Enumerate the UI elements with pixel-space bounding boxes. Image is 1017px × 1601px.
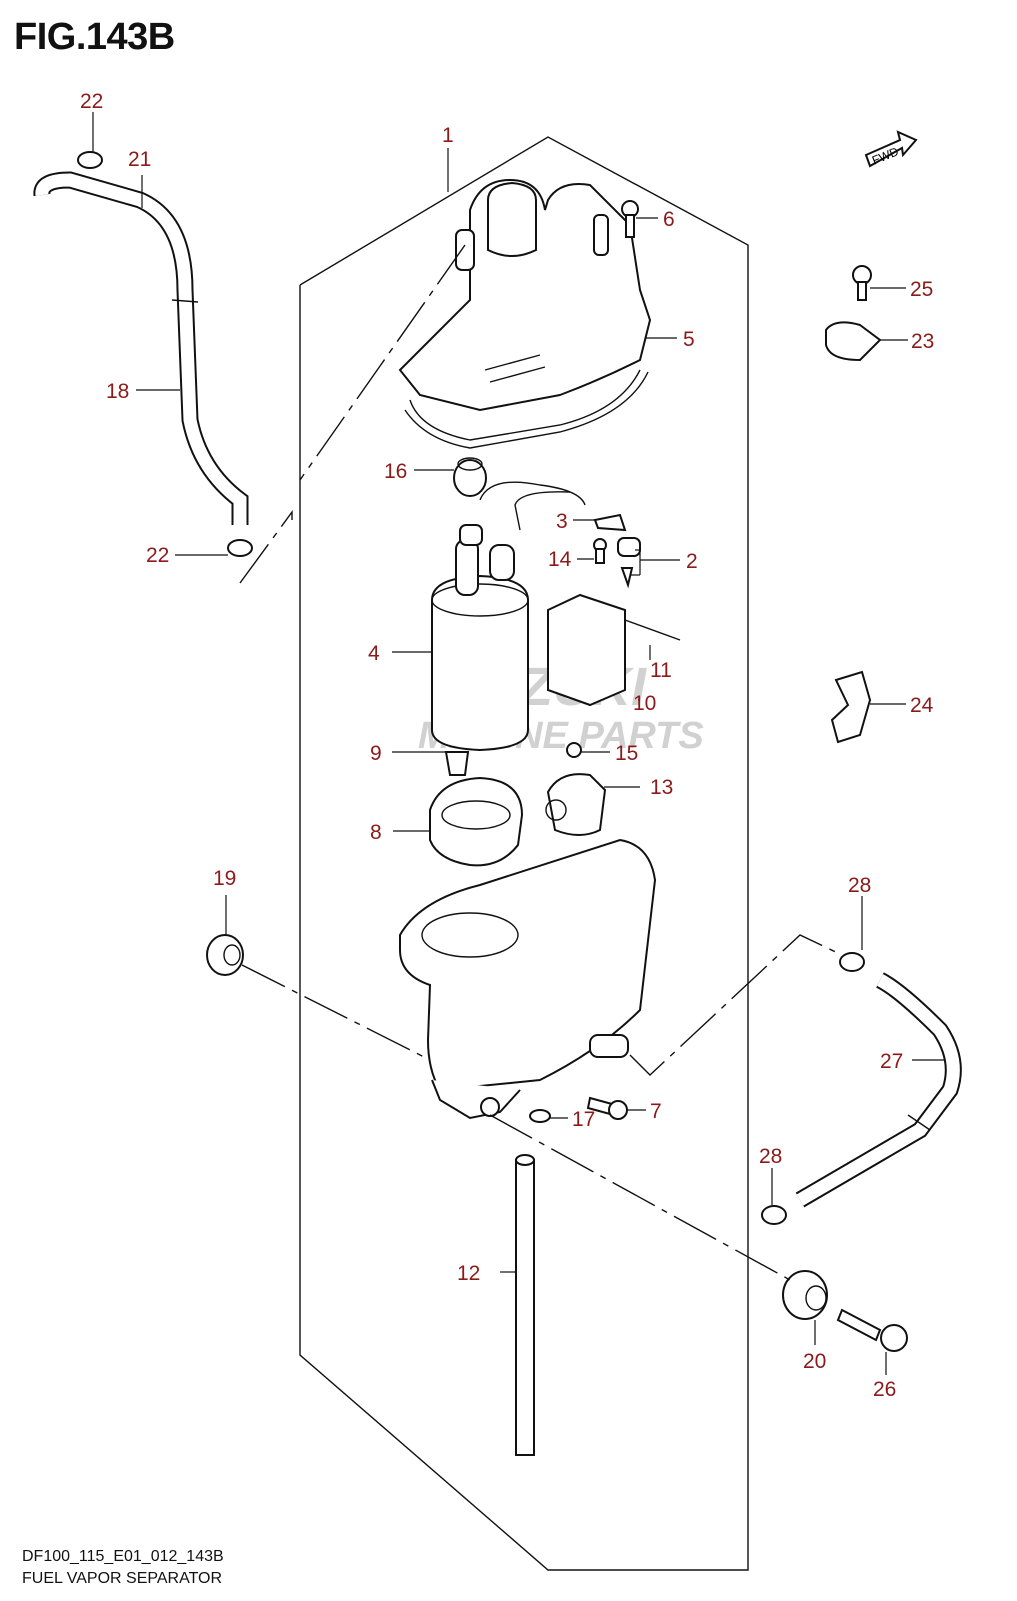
callout-6: 6	[663, 208, 675, 231]
callout-2: 2	[686, 550, 698, 573]
part-filter-9	[444, 751, 470, 776]
callout-18: 18	[106, 380, 129, 403]
callout-15: 15	[615, 742, 638, 765]
callout-16: 16	[384, 460, 407, 483]
callout-22-top: 22	[80, 90, 103, 113]
part-hose-18	[33, 171, 249, 525]
callout-10: 10	[633, 692, 656, 715]
part-holder-8	[429, 776, 524, 867]
callout-20: 20	[803, 1350, 826, 1373]
fwd-label: FWD	[870, 144, 901, 167]
callout-28-top: 28	[848, 874, 871, 897]
part-valve-2	[617, 537, 641, 589]
callout-28-bottom: 28	[759, 1145, 782, 1168]
part-hose-12	[515, 1154, 535, 1456]
part-clamp-28-bottom	[761, 1205, 787, 1225]
callout-7: 7	[650, 1100, 662, 1123]
part-clip-24	[830, 670, 872, 744]
part-grommet-16	[453, 457, 487, 497]
assembly-outline	[299, 136, 749, 1571]
diagram-code: DF100_115_E01_012_143B	[22, 1548, 224, 1565]
callout-17: 17	[572, 1108, 595, 1131]
callout-24: 24	[910, 694, 934, 717]
callout-25: 25	[910, 278, 933, 301]
callout-1: 1	[442, 124, 454, 147]
leader-lines	[92, 112, 945, 1375]
part-clamp-22-bottom	[227, 539, 253, 557]
figure-title: FIG.143B	[14, 16, 175, 58]
callout-3: 3	[556, 510, 568, 533]
part-clip-23	[825, 321, 882, 362]
part-gasket	[404, 371, 649, 449]
callout-19: 19	[213, 867, 236, 890]
part-bolt-7	[586, 1096, 628, 1120]
part-screw-14	[593, 538, 607, 564]
callout-12: 12	[457, 1262, 480, 1285]
part-clip-3	[593, 513, 627, 532]
diagram-name: FUEL VAPOR SEPARATOR	[22, 1570, 223, 1587]
part-sensor-10	[547, 593, 681, 707]
part-separator-body	[399, 838, 657, 1120]
part-grommet-20	[782, 1270, 828, 1320]
callout-11: 11	[650, 659, 672, 682]
callout-21: 21	[128, 148, 151, 171]
part-cover-top	[398, 178, 652, 441]
part-fuel-pump	[431, 481, 586, 752]
fwd-arrow-icon: FWD	[864, 130, 918, 167]
callout-8: 8	[370, 821, 382, 844]
callout-23: 23	[911, 330, 934, 353]
callout-22-bottom: 22	[146, 544, 169, 567]
callout-14: 14	[548, 548, 572, 571]
part-bolt-25	[852, 265, 872, 301]
part-clamp-28-top	[839, 952, 865, 972]
callout-13: 13	[650, 776, 673, 799]
callout-9: 9	[370, 742, 382, 765]
part-clamp-22-top	[77, 151, 103, 169]
callout-27: 27	[880, 1050, 903, 1073]
connection-lines	[239, 244, 843, 1281]
part-screw-15	[566, 742, 582, 758]
part-screw-6	[621, 200, 639, 238]
part-grommet-19	[206, 934, 244, 976]
callout-26: 26	[873, 1378, 896, 1401]
part-bolt-26	[836, 1308, 908, 1352]
callout-4: 4	[368, 642, 380, 665]
part-hose-27	[795, 972, 962, 1208]
callout-5: 5	[683, 328, 695, 351]
part-regulator-13	[545, 773, 607, 836]
part-clip-17	[529, 1109, 551, 1123]
callouts: 1 2 3 4 5 6 7 8 9 10 11 12 13 14 15 16 1…	[80, 90, 934, 1401]
